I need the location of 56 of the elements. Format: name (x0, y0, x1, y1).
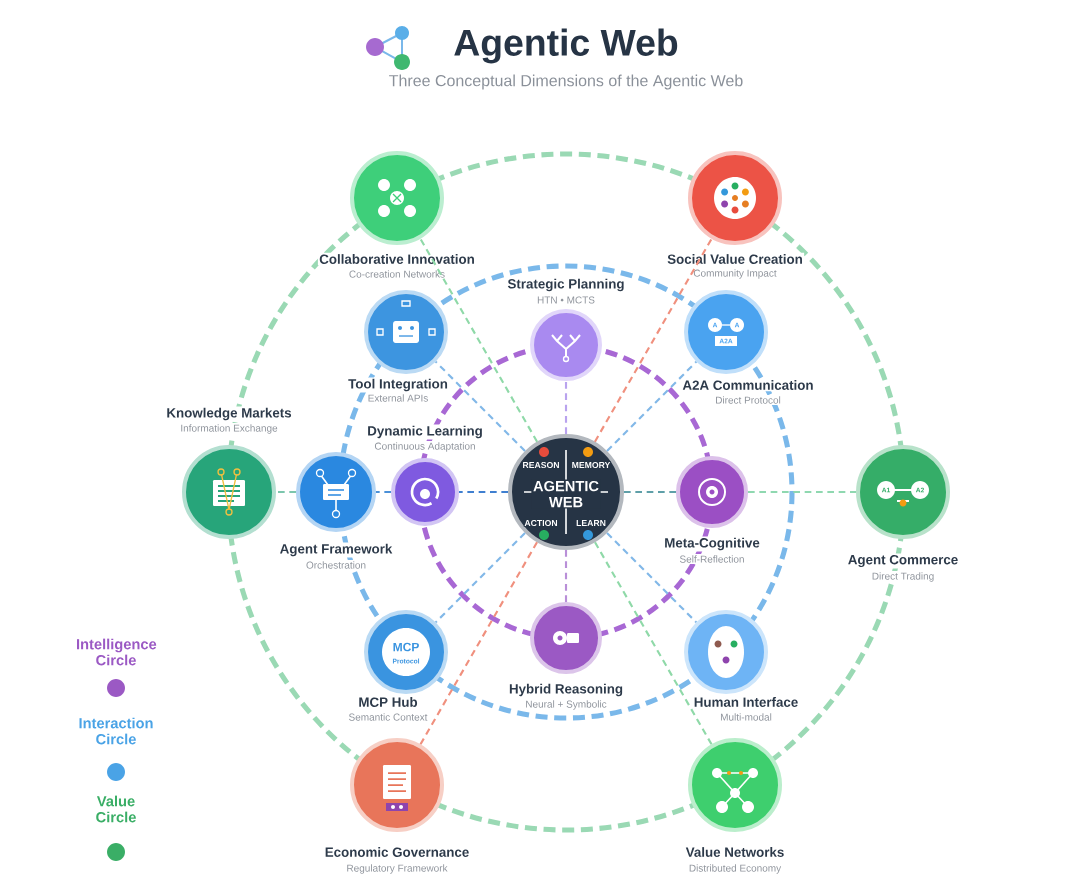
connector-line (624, 490, 676, 494)
subtitle: Three Conceptual Dimensions of the Agentic Web (389, 74, 743, 90)
node-subtitle: Self-Reflection (678, 554, 746, 564)
node-subtitle: Community Impact (692, 268, 778, 280)
node-title: Collaborative Innovation (317, 252, 477, 266)
node-subtitle: External APIs (366, 393, 430, 403)
node-subtitle: Neural + Symbolic (523, 699, 609, 711)
node-subtitle: Orchestration (304, 560, 368, 570)
legend-label: Interaction Circle (79, 717, 153, 745)
node-title: Agent Framework (278, 542, 394, 558)
node-subtitle: Multi-modal (718, 712, 774, 722)
legend-label: Value Circle (96, 795, 136, 823)
icon-label: MCP (393, 642, 419, 652)
node-title: Dynamic Learning (365, 424, 485, 440)
node-title: Strategic Planning (506, 277, 626, 293)
node-subtitle: Information Exchange (179, 423, 279, 435)
node-subtitle: Direct Trading (870, 571, 936, 583)
connector-line (594, 238, 713, 443)
quadrant-label: LEARN (575, 519, 607, 527)
connector-line (459, 490, 508, 494)
connector-line (748, 490, 856, 494)
node-subtitle: Co-creation Networks (347, 269, 447, 279)
hub-label: AGENTIC WEB (531, 479, 601, 509)
connector-line (419, 541, 538, 745)
node-title: Meta-Cognitive (662, 536, 762, 552)
connector-line (564, 550, 568, 602)
connector-line (419, 238, 539, 443)
node-title: Economic Governance (323, 845, 471, 859)
connector-line (606, 532, 698, 624)
quadrant-label: ACTION (523, 519, 559, 527)
connector-line (434, 360, 526, 452)
node-subtitle: Regulatory Framework (345, 863, 449, 875)
node-subtitle: Direct Protocol (713, 395, 783, 405)
connector-line (376, 490, 391, 494)
node-subtitle: Distributed Economy (687, 863, 783, 875)
connector-line (564, 381, 568, 434)
node-title: Tool Integration (346, 377, 450, 393)
connector-line (276, 490, 296, 494)
node-title: Hybrid Reasoning (507, 682, 625, 698)
legend-label: Intelligence Circle (77, 638, 157, 666)
node-title: Social Value Creation (665, 252, 805, 266)
node-title: Agent Commerce (846, 553, 960, 569)
node-title: Knowledge Markets (165, 406, 293, 422)
connector-line (594, 541, 713, 745)
node-title: A2A Communication (681, 378, 815, 392)
connector-line (606, 360, 698, 452)
node-subtitle: HTN • MCTS (535, 295, 597, 305)
node-title: Value Networks (684, 845, 786, 859)
quadrant-label: MEMORY (571, 461, 611, 469)
quadrant-label: REASON (521, 461, 561, 469)
node-subtitle: Continuous Adaptation (373, 441, 477, 453)
node-title: MCP Hub (357, 695, 419, 709)
title: Agentic Web (454, 28, 678, 64)
node-title: Human Interface (692, 695, 800, 709)
node-subtitle: Semantic Context (347, 712, 429, 722)
connector-line (434, 532, 526, 624)
